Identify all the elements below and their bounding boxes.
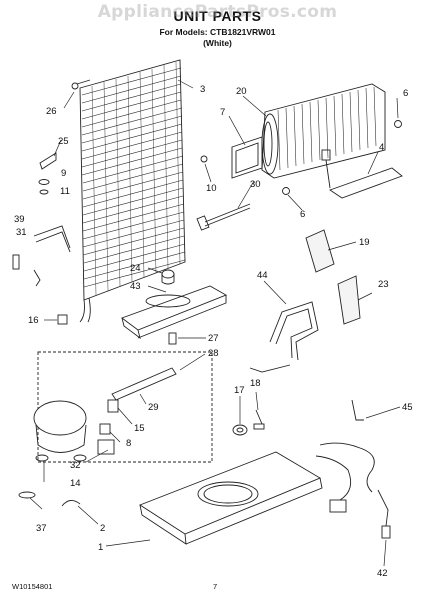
callout-2: 2 <box>100 523 105 534</box>
defrost-tube-part <box>12 225 71 287</box>
callout-18: 18 <box>250 378 261 389</box>
callout-11: 11 <box>60 186 70 197</box>
callout-42: 42 <box>377 568 388 579</box>
base-plate <box>139 451 323 545</box>
wiring-harness <box>315 442 391 539</box>
callout-9: 9 <box>61 168 66 179</box>
callout-8: 8 <box>126 438 131 449</box>
callout-44: 44 <box>257 270 268 281</box>
bracket-part <box>39 152 57 170</box>
callout-31: 31 <box>16 227 27 238</box>
callout-28: 28 <box>208 348 219 359</box>
callout-15: 15 <box>134 423 145 434</box>
callout-1: 1 <box>98 542 103 553</box>
callout-16: 16 <box>28 315 39 326</box>
tubing <box>249 301 319 373</box>
callout-26: 26 <box>46 106 57 117</box>
callout-30: 30 <box>250 179 261 190</box>
callout-37: 37 <box>36 523 47 534</box>
callout-10: 10 <box>206 183 217 194</box>
condenser-coil <box>79 59 186 323</box>
callout-20: 20 <box>236 86 247 97</box>
callout-27: 27 <box>208 333 219 344</box>
callout-6-bottom: 6 <box>300 209 305 220</box>
foam-block <box>305 229 335 273</box>
drain-pan <box>121 285 228 340</box>
color-line: (White) <box>203 38 232 48</box>
page-title: UNIT PARTS <box>173 8 262 24</box>
callout-7: 7 <box>220 107 225 118</box>
fan-shroud <box>231 83 386 179</box>
heater-part <box>321 149 403 199</box>
model-line: For Models: CTB1821VRW01 <box>159 27 276 37</box>
callout-43: 43 <box>130 281 141 292</box>
callout-23: 23 <box>378 279 389 290</box>
callout-45: 45 <box>402 402 413 413</box>
callout-3: 3 <box>200 84 205 95</box>
page-number: 7 <box>213 582 218 591</box>
callout-19: 19 <box>359 237 370 248</box>
callout-6-top: 6 <box>403 88 408 99</box>
doc-number: W10154801 <box>12 582 53 591</box>
callout-4: 4 <box>379 142 384 153</box>
watermark: AppliancePartsPros.com <box>97 2 338 22</box>
callout-17: 17 <box>234 385 245 396</box>
compressor <box>33 400 87 462</box>
callout-32: 32 <box>70 460 81 471</box>
callout-39: 39 <box>14 214 25 225</box>
callout-25: 25 <box>58 136 69 147</box>
screw-part <box>71 79 91 90</box>
callout-14: 14 <box>70 478 81 489</box>
callout-29: 29 <box>148 402 159 413</box>
callout-24: 24 <box>130 263 141 274</box>
